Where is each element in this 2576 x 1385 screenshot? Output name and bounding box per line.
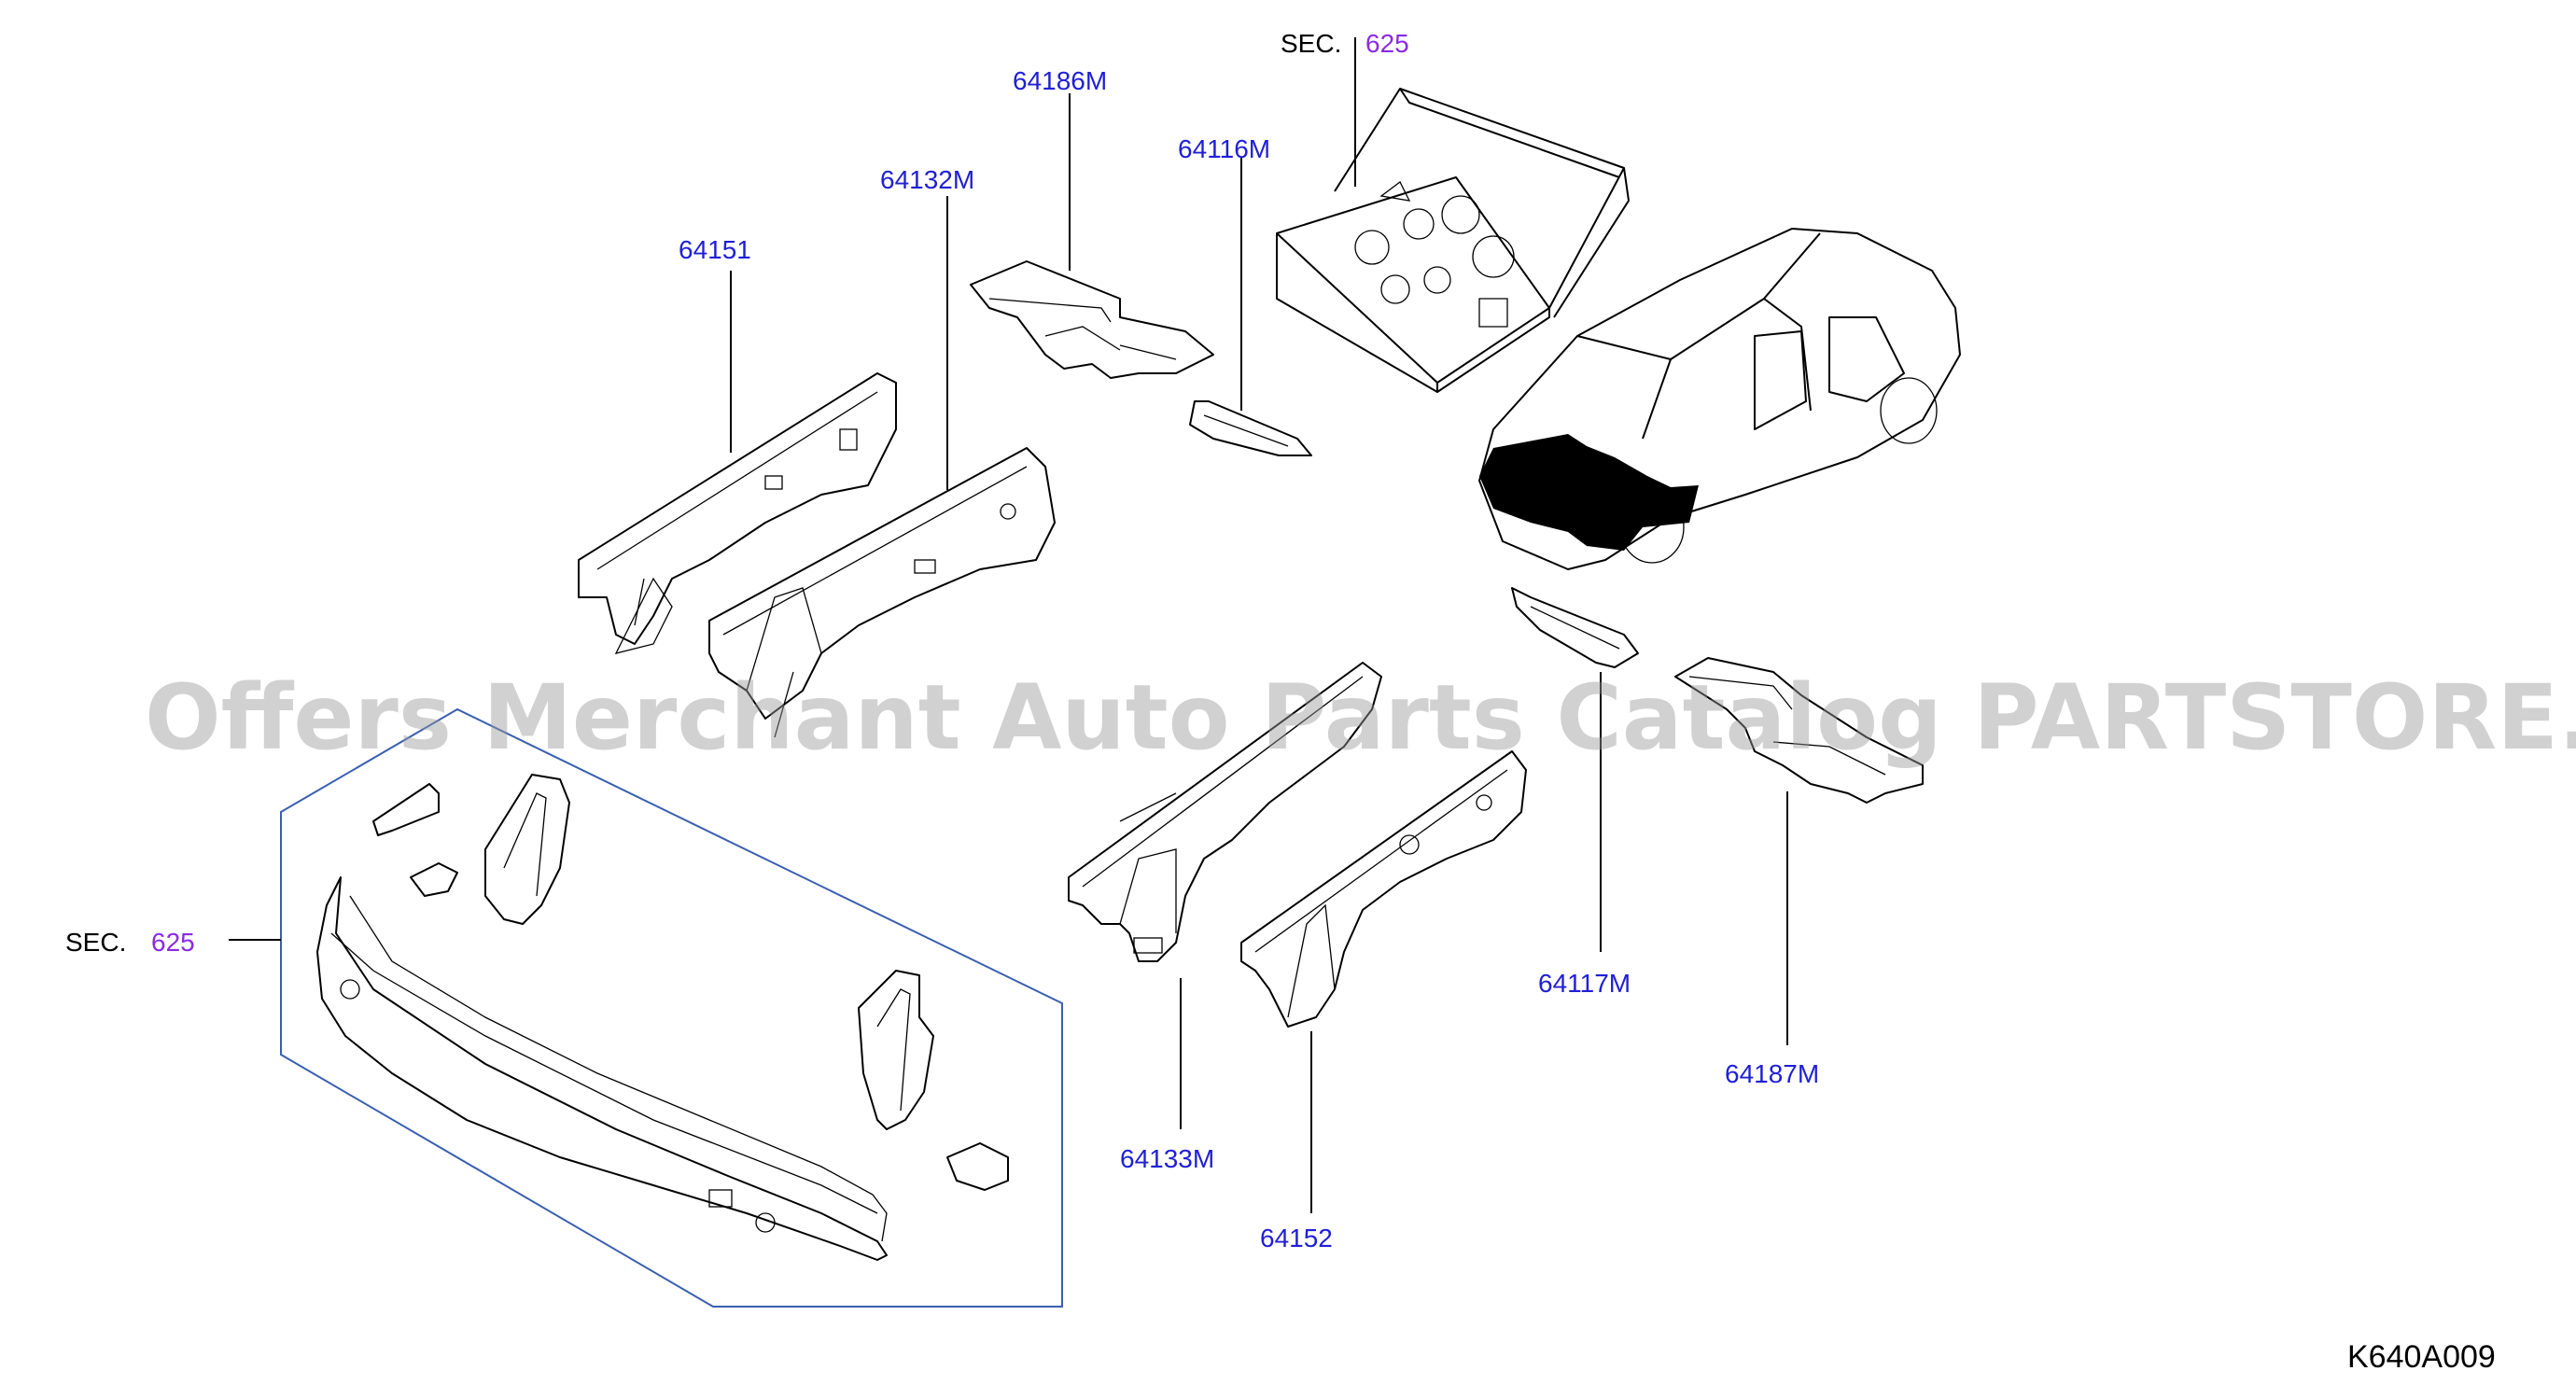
- section-ref-prefix: SEC.: [65, 928, 126, 957]
- diagram-code: K640A009: [2347, 1339, 2496, 1375]
- part-64187m-shape: [1674, 657, 1924, 804]
- car-silhouette: [1478, 228, 1961, 570]
- part-64132m-shape: [708, 447, 1056, 738]
- section-ref-link[interactable]: 625: [151, 928, 195, 957]
- part-label-64151[interactable]: 64151: [679, 235, 751, 264]
- part-label-64132m[interactable]: 64132M: [880, 165, 974, 194]
- leader-lines: [229, 37, 1788, 1213]
- part-64151-shape: [578, 372, 897, 654]
- section-ref-link[interactable]: 625: [1365, 29, 1409, 58]
- bumper-reinforcement-group: [280, 707, 1063, 1308]
- part-64152-shape: [1240, 750, 1527, 1028]
- part-label-64116m[interactable]: 64116M: [1178, 134, 1270, 163]
- hardware-box: [1276, 88, 1630, 393]
- part-label-64187m[interactable]: 64187M: [1725, 1059, 1819, 1088]
- highlight-front-structure: [1479, 434, 1699, 551]
- part-label-64117m[interactable]: 64117M: [1538, 969, 1631, 998]
- part-64117m-shape: [1511, 587, 1639, 668]
- part-64186m-shape: [970, 260, 1214, 379]
- part-64116m-shape: [1189, 400, 1312, 456]
- part-label-64133m[interactable]: 64133M: [1120, 1144, 1214, 1173]
- section-ref-prefix: SEC.: [1281, 29, 1341, 58]
- part-64133m-shape: [1068, 662, 1382, 962]
- part-label-64152[interactable]: 64152: [1260, 1224, 1333, 1252]
- part-label-64186m[interactable]: 64186M: [1013, 66, 1107, 95]
- watermark-text: Offers Merchant Auto Parts Catalog PARTS…: [145, 665, 2576, 770]
